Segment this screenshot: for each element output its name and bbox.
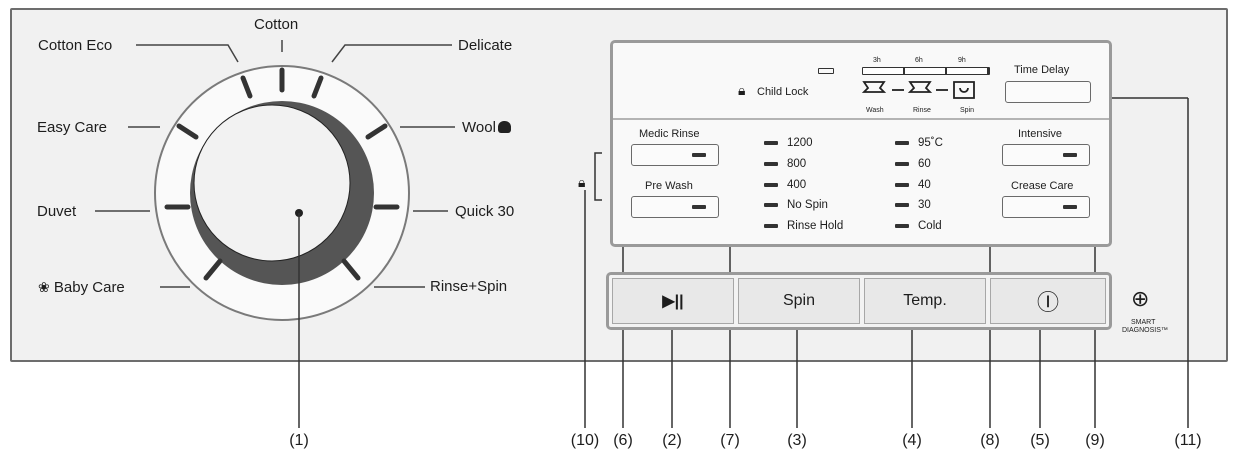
wool-icon: [497, 121, 511, 133]
stage-wash-label: Wash: [866, 107, 884, 114]
stage-spin-label: Spin: [960, 107, 975, 114]
callout-8: (8): [980, 432, 1000, 449]
spin-option-rinse-hold: Rinse Hold: [764, 220, 843, 232]
intensive-button[interactable]: [1002, 144, 1090, 166]
smart-diagnosis-label-1: SMART: [1131, 319, 1156, 326]
spin-option-800: 800: [764, 158, 806, 170]
smart-diagnosis-label-2: DIAGNOSIS™: [1122, 327, 1168, 334]
program-label-cotton-eco: Cotton Eco: [38, 37, 113, 54]
program-label-delicate: Delicate: [458, 37, 513, 54]
program-label-rinse-spin: Rinse+Spin: [430, 278, 508, 295]
callout-10: (10): [570, 432, 600, 449]
intensive-label: Intensive: [1018, 128, 1063, 140]
stage-time-6h: 6h: [915, 57, 923, 64]
callout-9: (9): [1085, 432, 1105, 449]
callout-5: (5): [1030, 432, 1050, 449]
program-label-quick30: Quick 30: [455, 203, 515, 220]
program-label-cotton: Cotton: [254, 16, 299, 33]
callout-6: (6): [613, 432, 633, 449]
pre-wash-label: Pre Wash: [645, 180, 693, 192]
spin-option-1200: 1200: [764, 137, 813, 149]
child-lock-label: Child Lock: [757, 86, 809, 98]
time-delay-label: Time Delay: [1014, 64, 1070, 76]
stage-rinse-label: Rinse: [913, 107, 931, 114]
callout-1: (1): [289, 432, 309, 449]
child-lock-indicator: [818, 68, 834, 74]
callout-2: (2): [662, 432, 682, 449]
smart-diagnosis-icon: ⊕: [1131, 286, 1150, 311]
crease-care-label: Crease Care: [1011, 180, 1074, 192]
program-label-duvet: Duvet: [37, 203, 77, 220]
temp-option-60: 60: [895, 158, 931, 170]
child-lock-icon: 🔒︎: [738, 82, 746, 98]
temp-option-cold: Cold: [895, 220, 942, 232]
callout-3: (3): [787, 432, 807, 449]
spin-stage-icon: [953, 81, 975, 99]
medic-rinse-label: Medic Rinse: [639, 128, 700, 140]
spin-option-no-spin: No Spin: [764, 199, 828, 211]
callout-4: (4): [902, 432, 922, 449]
medic-rinse-button[interactable]: [631, 144, 719, 166]
temp-button[interactable]: Temp.: [864, 278, 986, 324]
time-bar: [862, 67, 990, 75]
spin-button[interactable]: Spin: [738, 278, 860, 324]
temp-option-95: 95˚C: [895, 137, 943, 149]
program-dial-knob: [193, 104, 351, 262]
temp-option-40: 40: [895, 179, 931, 191]
callout-7: (7): [720, 432, 740, 449]
leader-delicate: [331, 44, 452, 63]
pre-wash-button[interactable]: [631, 196, 719, 218]
child-lock-side-icon: 🔒︎: [578, 174, 586, 190]
program-label-easy-care: Easy Care: [37, 119, 108, 136]
crease-care-button[interactable]: [1002, 196, 1090, 218]
time-delay-button[interactable]: [1005, 81, 1091, 103]
leader-cotton-eco: [136, 44, 239, 63]
wash-icon: [861, 81, 887, 93]
start-pause-button[interactable]: ▶||: [612, 278, 734, 324]
baby-icon: ❀: [38, 279, 50, 295]
stage-icons: [861, 81, 975, 99]
spin-option-400: 400: [764, 179, 806, 191]
temp-option-30: 30: [895, 199, 931, 211]
display-divider: [613, 118, 1109, 120]
rinse-icon: [907, 81, 933, 93]
power-button[interactable]: Ⓘ: [990, 278, 1106, 324]
stage-time-3h: 3h: [873, 57, 881, 64]
callout-11: (11): [1174, 432, 1202, 449]
stage-time-9h: 9h: [958, 57, 966, 64]
program-label-wool: Wool: [462, 119, 511, 137]
program-label-baby-care: ❀ Baby Care: [38, 279, 125, 296]
